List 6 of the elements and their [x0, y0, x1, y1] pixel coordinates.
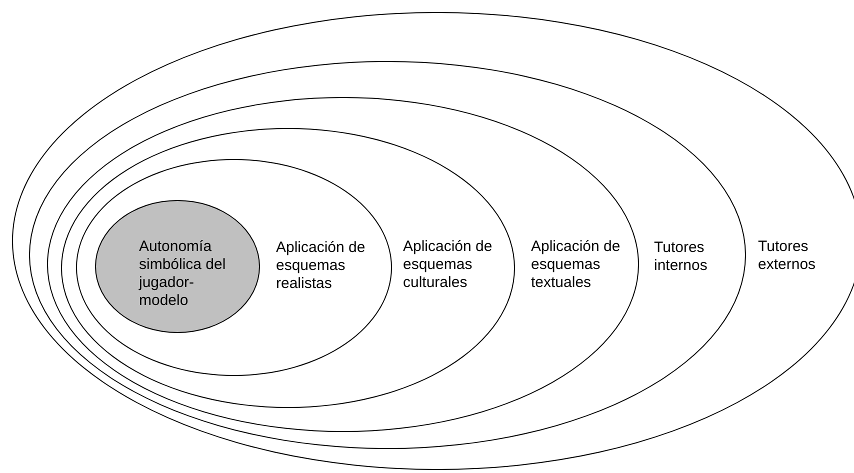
ellipse-label: Tutores externos [758, 238, 817, 274]
ellipse-label: Aplicación de esquemas realistas [276, 239, 366, 293]
ellipse-label: Autonomía simbólica del jugador-modelo [139, 238, 227, 310]
ellipse-label: Aplicación de esquemas textuales [531, 238, 622, 292]
ellipse-label: Tutores internos [654, 239, 708, 275]
ellipse-label: Aplicación de esquemas culturales [403, 238, 494, 292]
